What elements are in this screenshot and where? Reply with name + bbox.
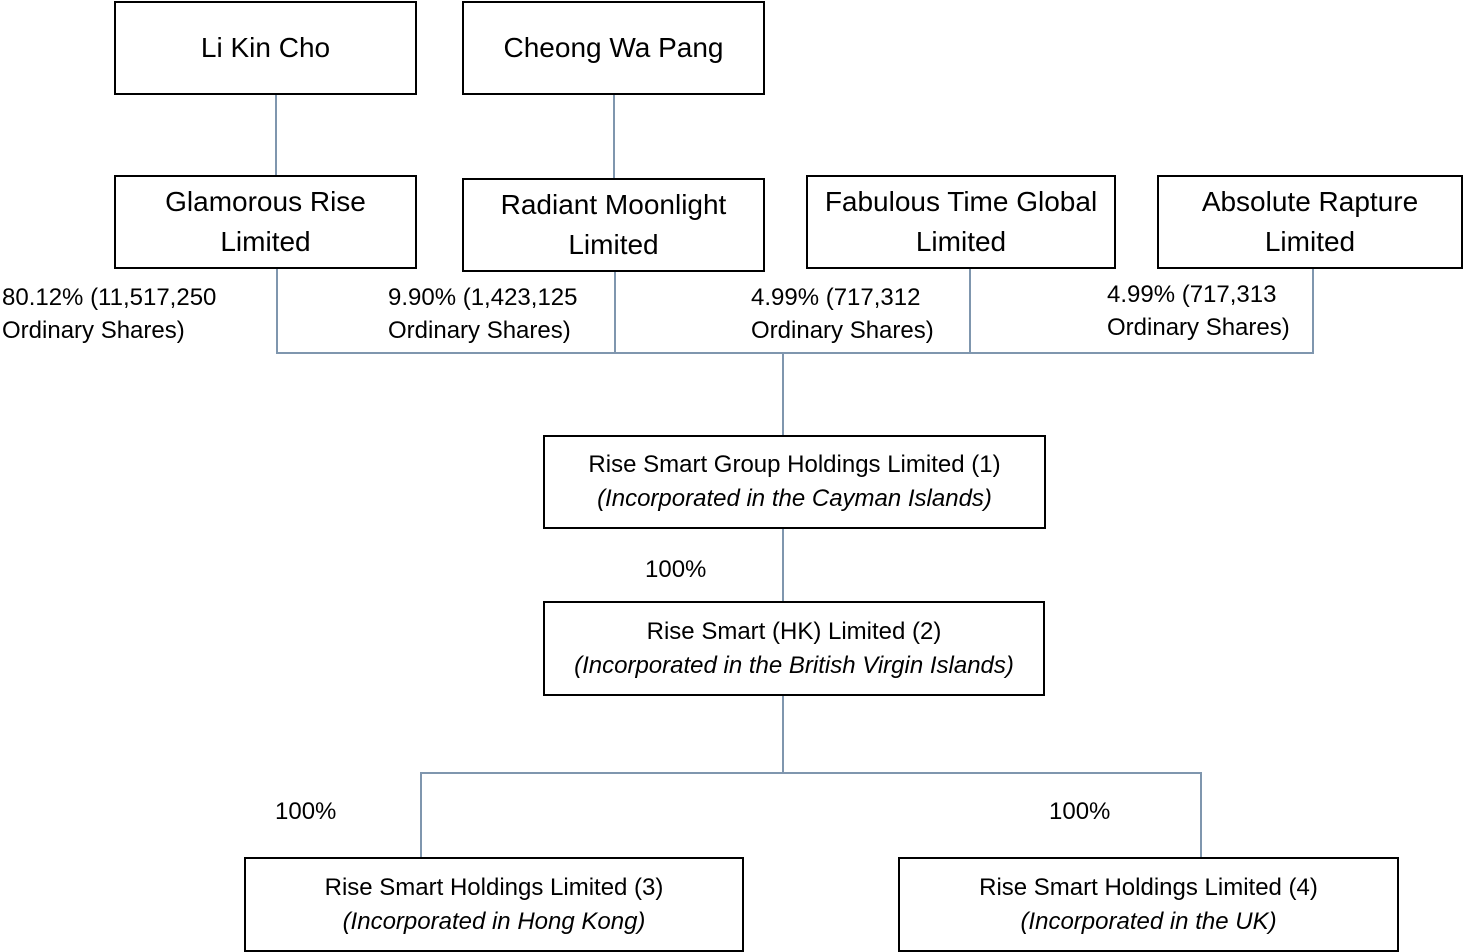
stake-label-glamorous-rise: 80.12% (11,517,250 Ordinary Shares) [2,281,216,347]
stake-share-class: Ordinary Shares) [1107,314,1290,341]
subsidiary-name: Rise Smart Holdings Limited (3) [324,873,664,901]
hk-company-incorporation: (Incorporated in the British Virgin Isla… [574,651,1014,679]
stake-label-radiant-moonlight: 9.90% (1,423,125 Ordinary Shares) [388,281,577,347]
subsidiary-3-percent: 100% [275,798,337,825]
hk-company-box: Rise Smart (HK) Limited (2) (Incorporate… [543,601,1045,696]
stake-share-class: Ordinary Shares) [2,317,185,344]
shareholder-name: Radiant Moonlight Limited [500,189,727,260]
individual-box-li-kin-cho: Li Kin Cho [114,1,417,95]
shareholder-name: Absolute Rapture Limited [1201,186,1419,257]
shareholder-box-glamorous-rise: Glamorous Rise Limited [114,175,417,269]
stake-percent-shares: 9.90% (1,423,125 [388,284,578,311]
holding-to-hk-percent: 100% [645,556,707,583]
hk-company-name: Rise Smart (HK) Limited (2) [646,617,942,645]
shareholder-box-absolute-rapture: Absolute Rapture Limited [1157,175,1463,269]
individual-box-cheong-wa-pang: Cheong Wa Pang [462,1,765,95]
subsidiary-incorporation: (Incorporated in the UK) [1020,907,1277,935]
shareholder-box-radiant-moonlight: Radiant Moonlight Limited [462,178,765,272]
stake-share-class: Ordinary Shares) [388,317,571,344]
subsidiary-box-uk: Rise Smart Holdings Limited (4) (Incorpo… [898,857,1399,952]
stake-percent-shares: 4.99% (717,312 [751,284,921,311]
holding-company-box: Rise Smart Group Holdings Limited (1) (I… [543,435,1046,529]
shareholder-name: Fabulous Time Global Limited [824,186,1098,257]
subsidiary-incorporation: (Incorporated in Hong Kong) [342,907,646,935]
subsidiary-4-percent: 100% [1049,798,1111,825]
shareholder-box-fabulous-time-global: Fabulous Time Global Limited [806,175,1116,269]
subsidiary-box-hong-kong: Rise Smart Holdings Limited (3) (Incorpo… [244,857,744,952]
holding-company-name: Rise Smart Group Holdings Limited (1) [588,451,1001,478]
individual-name: Li Kin Cho [200,32,331,63]
individual-name: Cheong Wa Pang [503,32,724,63]
shareholder-name: Glamorous Rise Limited [165,186,366,257]
stake-percent-shares: 80.12% (11,517,250 [2,284,217,311]
holding-company-incorporation: (Incorporated in the Cayman Islands) [597,485,992,512]
stake-share-class: Ordinary Shares) [751,317,934,344]
subsidiary-name: Rise Smart Holdings Limited (4) [979,873,1318,901]
stake-percent-shares: 4.99% (717,313 [1107,281,1277,308]
stake-label-absolute-rapture: 4.99% (717,313 Ordinary Shares) [1107,278,1290,344]
stake-label-fabulous-time-global: 4.99% (717,312 Ordinary Shares) [751,281,934,347]
